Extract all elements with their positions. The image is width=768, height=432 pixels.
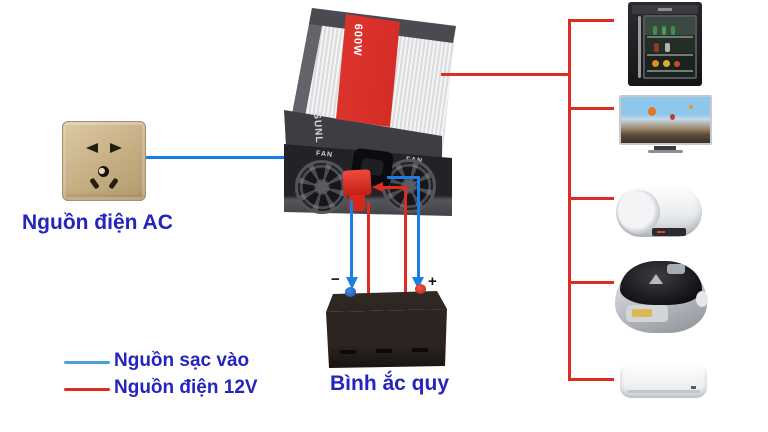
legend-line-red: [64, 388, 110, 391]
wire-12v-negative: [367, 202, 370, 296]
battery-front-face: [326, 309, 447, 368]
ac-source-label: Nguồn điện AC: [22, 211, 173, 234]
battery-positive-post: [415, 284, 426, 294]
aircon-vent: [627, 390, 700, 393]
battery-label: Bình ắc quy: [330, 372, 450, 395]
fan-left-icon: [295, 160, 349, 214]
television-icon: [619, 95, 712, 145]
battery-top-face: [326, 291, 447, 312]
legend-label-charge: Nguồn sạc vào: [114, 350, 250, 371]
fridge-shelf: [647, 70, 693, 72]
fridge-shelf: [647, 54, 693, 56]
cooker-control-panel: [626, 305, 668, 322]
outlet-hole-ground: [98, 166, 109, 177]
battery-ridge: [376, 349, 392, 353]
water-heater-icon: [616, 187, 702, 237]
balloon: [648, 107, 656, 116]
bottle: [665, 43, 670, 52]
wire-trunk: [568, 19, 571, 381]
inverter-icon: 600W SUNL FAN FAN: [278, 0, 474, 222]
mini-fridge-icon: [628, 2, 702, 86]
bottle: [662, 26, 666, 35]
cooker-vent: [649, 274, 663, 284]
battery-minus-sign: −: [331, 271, 340, 288]
outlet-slot-left: [86, 143, 98, 153]
legend-line-blue: [64, 361, 110, 364]
air-conditioner-icon: [620, 367, 707, 398]
bottle: [654, 43, 659, 52]
inverter-brand-label: SUNL: [311, 112, 325, 144]
ac-outlet-icon: [62, 121, 146, 201]
legend-label-12v: Nguồn điện 12V: [114, 377, 258, 398]
fridge-handle: [638, 16, 641, 78]
wire-12v-horizontal: [383, 186, 407, 189]
wire-branch-fridge: [568, 19, 614, 22]
wire-charge-positive-horizontal: [387, 176, 420, 179]
battery-icon: [316, 280, 456, 372]
fridge-display: [632, 5, 698, 14]
battery-ridge: [412, 348, 428, 352]
balloon: [689, 105, 693, 109]
heater-display: [652, 228, 686, 236]
wire-charge-positive: [417, 176, 420, 278]
inverter-red-stripe: [336, 14, 400, 127]
fridge-shelf: [647, 36, 693, 38]
wire-branch-heater: [571, 197, 614, 200]
fan-hub: [316, 181, 328, 193]
cooker-handle: [696, 291, 708, 307]
charge-negative-arrow-icon: [346, 277, 358, 289]
tv-stand-neck: [654, 146, 676, 150]
battery-negative-post: [345, 287, 356, 297]
inverter-dc-connector: [349, 195, 365, 211]
inverter-dc-terminal: [342, 169, 372, 197]
battery-ridge: [340, 350, 356, 354]
wire-ac-input: [146, 156, 358, 159]
fruit: [674, 61, 680, 67]
wire-ac-output-feed: [441, 73, 571, 76]
aircon-indicator: [691, 386, 696, 389]
heater-end-cap: [618, 190, 660, 234]
outlet-slot-right: [110, 143, 122, 153]
wire-charge-negative: [350, 200, 353, 278]
balloon: [670, 114, 675, 120]
inverter-power-label: 600W: [350, 23, 364, 57]
wire-branch-cooker: [571, 281, 614, 284]
bottle: [653, 26, 657, 35]
fruit: [652, 60, 659, 67]
wire-branch-tv: [571, 107, 614, 110]
battery-plus-sign: +: [428, 273, 437, 290]
rice-cooker-icon: [615, 261, 708, 333]
outlet-slot-bottom-right: [108, 177, 119, 190]
outlet-slot-bottom-left: [89, 177, 100, 190]
wire-branch-aircon: [568, 378, 614, 381]
tv-stand-base: [648, 150, 683, 153]
wire-12v-positive: [404, 186, 407, 296]
fruit: [663, 60, 670, 67]
cooker-lid-button: [667, 264, 685, 274]
fridge-glass-door: [643, 15, 697, 79]
bottle: [671, 26, 675, 35]
dc-input-arrow-icon: [372, 182, 383, 192]
